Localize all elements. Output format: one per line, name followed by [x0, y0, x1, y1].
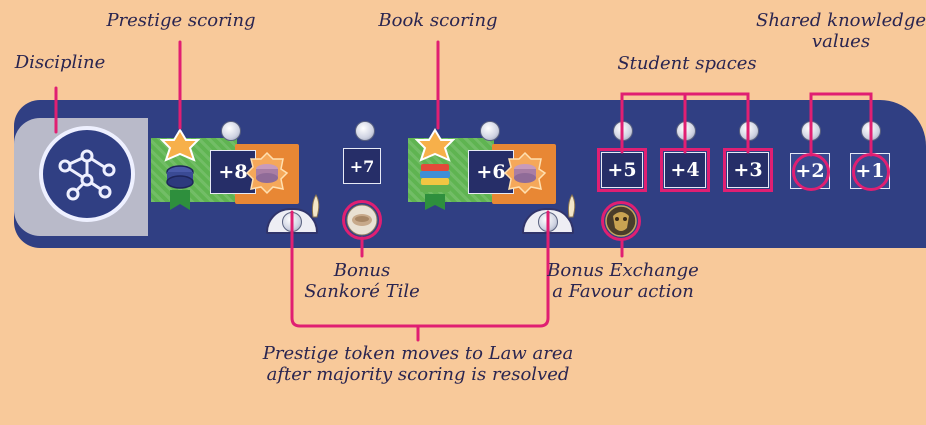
- scroll-icon: [311, 194, 320, 218]
- book-scoring-label: Book scoring: [378, 10, 498, 31]
- space-plus8: +8: [210, 150, 256, 194]
- space-plus5: +5: [597, 148, 647, 192]
- space-plus7: +7: [343, 148, 381, 184]
- bonus-exchange-label: Bonus Exchange a Favour action: [538, 260, 708, 302]
- bonus-exchange-line1: Bonus Exchange: [547, 260, 699, 281]
- bonus-sankore-line2: Sankoré Tile: [304, 281, 420, 302]
- book-bonus-tile-icon: [503, 151, 547, 195]
- prestige-moves-line1: Prestige token moves to Law area: [262, 343, 574, 364]
- prestige-moves-label: Prestige token moves to Law area after m…: [258, 343, 578, 385]
- plus1-highlight: [852, 153, 890, 191]
- favour-highlight: [601, 201, 641, 241]
- plus2-highlight: [792, 153, 830, 191]
- space-plus3: +3: [723, 148, 773, 192]
- space-plus4: +4: [660, 148, 710, 192]
- prestige-scoring-label: Prestige scoring: [106, 10, 256, 31]
- prestige-moves-line2: after majority scoring is resolved: [266, 364, 570, 385]
- shared-knowledge-line1: Shared knowledge: [756, 10, 926, 31]
- book-stack-icon: [415, 128, 455, 210]
- scroll-icon: [567, 194, 576, 218]
- shared-knowledge-label: Shared knowledge values: [756, 10, 926, 52]
- shared-knowledge-line2: values: [811, 31, 871, 52]
- coin-icon: [355, 121, 375, 141]
- bonus-exchange-line2: a Favour action: [552, 281, 694, 302]
- discipline-label: Discipline: [14, 52, 106, 73]
- sankore-highlight: [342, 200, 382, 240]
- prestige-token-icon: [160, 128, 200, 210]
- bonus-sankore-label: Bonus Sankoré Tile: [292, 260, 432, 302]
- discipline-icon: [39, 126, 135, 222]
- coin-icon: [480, 121, 500, 141]
- prestige-bonus-tile-icon: [245, 151, 289, 195]
- bonus-sankore-line1: Bonus: [333, 260, 391, 281]
- coin-icon: [221, 121, 241, 141]
- student-spaces-label: Student spaces: [617, 53, 757, 74]
